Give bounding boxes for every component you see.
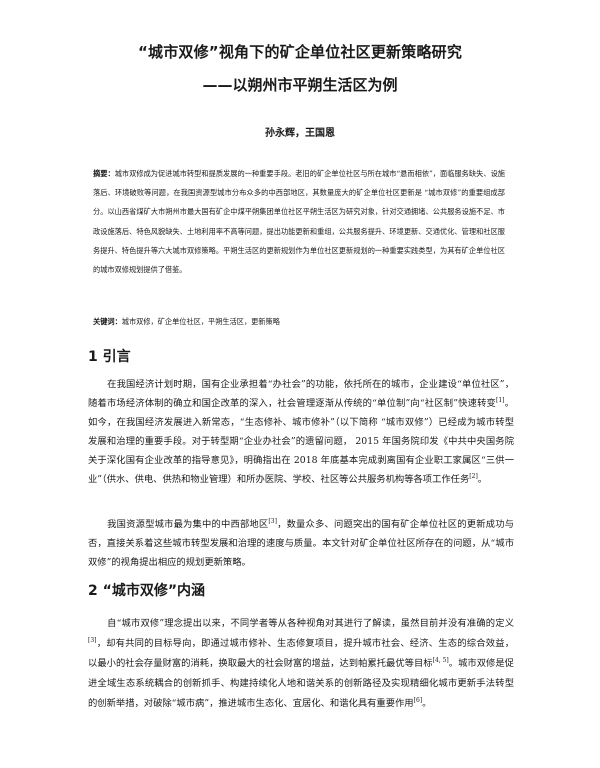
section-heading-intro: 1 引言	[88, 349, 131, 365]
paragraph-text: 我国资源型城市最为集中的中西部地区	[107, 519, 269, 530]
citation: [4, 5]	[432, 656, 449, 664]
body-paragraph: 在我国经济计划时期，国有企业承担着“办社会”的功能，依托所在的城市，企业建设“单…	[88, 376, 514, 489]
paragraph-text: 自“城市双修”理念提出以来，不同学者等从各种视角对其进行了解读，虽然目前并没有准…	[107, 618, 514, 629]
keywords-text: 城市双修，矿企单位社区，平朔生活区，更新策略	[121, 317, 280, 326]
keywords-label: 关键词：	[93, 317, 122, 326]
author-line: 孙永辉，王国恩	[265, 128, 335, 139]
paragraph-text: 。	[422, 697, 432, 709]
body-paragraph: 自“城市双修”理念提出以来，不同学者等从各种视角对其进行了解读，虽然目前并没有准…	[88, 614, 514, 714]
abstract-label: 摘要：	[93, 169, 115, 178]
keywords: 关键词：城市双修，矿企单位社区，平朔生活区，更新策略	[93, 316, 505, 328]
paragraph-text: ，却有共同的目标导向，即通过城市修补、生态修复项目，提升城市社会、经济、生态的综…	[88, 637, 514, 669]
paragraph-text: 。城市双修是促进全域生态系统耦合的创新抓手、构建持续化人地和谐关系的创新路径及实…	[88, 657, 514, 709]
citation: [3]	[88, 636, 97, 644]
citation: [1]	[496, 396, 505, 404]
paper-subtitle: ——以朔州市平朔生活区为例	[202, 76, 398, 94]
paragraph-text: 。	[477, 473, 488, 485]
abstract-text: 城市双修成为促进城市转型和提质发展的一种重要手段。老旧的矿企单位社区与所在城市“…	[93, 169, 505, 275]
paragraph-text: 。如今，在我国经济发展进入新常态，“生态修补、城市修补”（以下简称 “城市双修”…	[88, 397, 514, 485]
body-paragraph: 我国资源型城市最为集中的中西部地区[3]，数量众多、问题突出的国有矿企单位社区的…	[88, 516, 514, 573]
paper-title: “城市双修”视角下的矿企单位社区更新策略研究	[137, 43, 463, 61]
abstract: 摘要：城市双修成为促进城市转型和提质发展的一种重要手段。老旧的矿企单位社区与所在…	[93, 164, 505, 279]
citation: [3]	[268, 517, 277, 525]
paragraph-text: 在我国经济计划时期，国有企业承担着“办社会”的功能，依托所在的城市，企业建设“单…	[88, 379, 514, 409]
paragraph-text: ，数量众多、问题突出的国有矿企单位社区的更新成功与否，直接关系着这些城市转型发展…	[88, 519, 514, 568]
citation: [6]	[413, 696, 423, 704]
section-heading-connotation: 2 “城市双修”内涵	[88, 583, 206, 599]
citation: [2]	[469, 472, 478, 480]
